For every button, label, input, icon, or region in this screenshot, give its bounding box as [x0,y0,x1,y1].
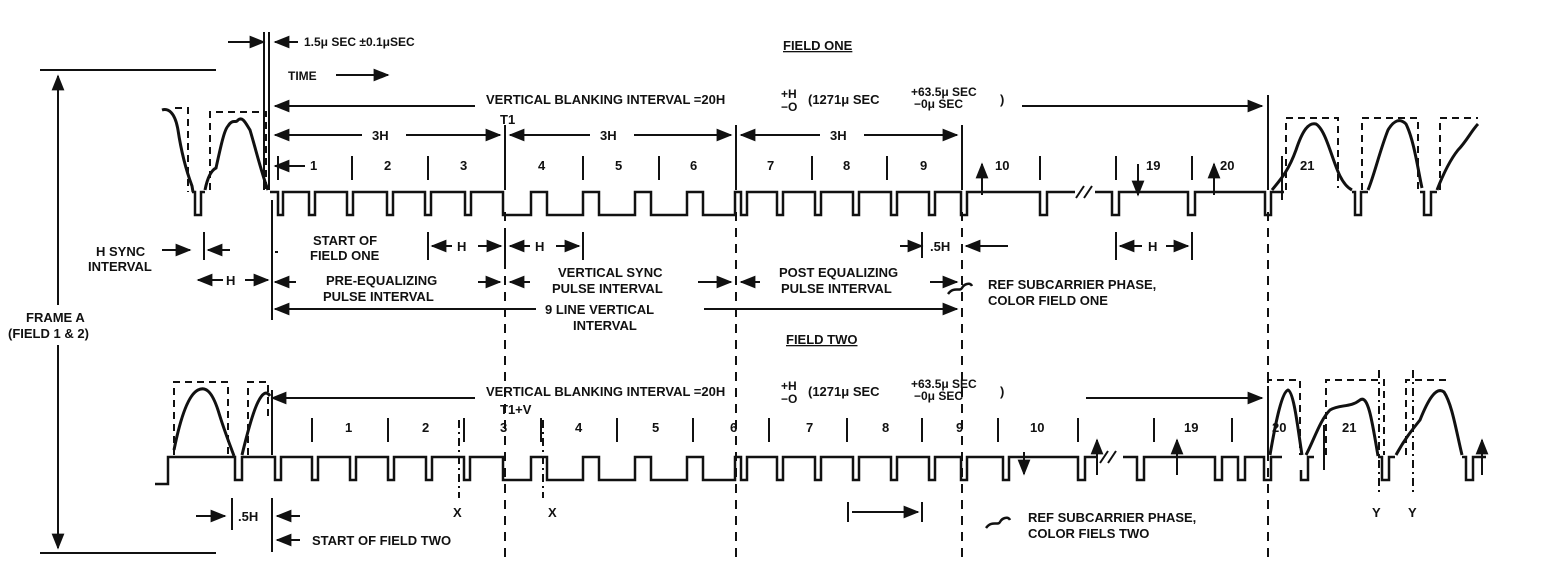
vbi-paren-minus-2: −0μ SEC [914,389,963,403]
f2-line-7: 7 [806,420,813,435]
vbi-paren-minus: −0μ SEC [914,97,963,111]
f2-line-19: 19 [1184,420,1198,435]
group-3h-2: 3H [600,128,617,143]
vert-sync-2: PULSE INTERVAL [552,281,663,296]
line-10: 10 [995,158,1009,173]
line-19: 19 [1146,158,1160,173]
field-two-video-waveform [172,387,1464,457]
dimension-arrows [40,32,1489,554]
half-h-field-one: .5H [930,239,950,254]
vert-sync-1: VERTICAL SYNC [558,265,663,280]
line-2: 2 [384,158,391,173]
frame-label-2: (FIELD 1 & 2) [8,326,89,341]
f2-line-2: 2 [422,420,429,435]
pre-eq-1: PRE-EQUALIZING [326,273,437,288]
y-mark-2: Y [1408,505,1417,520]
vbi-label-2: VERTICAL BLANKING INTERVAL =20H [486,384,725,399]
f2-line-9: 9 [956,420,963,435]
h-label-mid-1: H [457,239,466,254]
line-4: 4 [538,158,546,173]
field-two-sync-pulses [155,450,1486,486]
t1-marker: T1 [500,112,515,127]
reference-dashed-lines [504,212,1269,560]
f2-line-5: 5 [652,420,659,435]
x-mark-1: X [453,505,462,520]
group-3h-1: 3H [372,128,389,143]
f2-line-20: 20 [1272,420,1286,435]
vbi-minus-2: −O [781,392,797,406]
half-h-field-two: .5H [238,509,258,524]
ref-phase-one-1: REF SUBCARRIER PHASE, [988,277,1156,292]
line-8: 8 [843,158,850,173]
vbi-paren-close: ) [1000,92,1004,107]
line-6: 6 [690,158,697,173]
frame-labels: FRAME A (FIELD 1 & 2) [8,310,89,341]
field-one-sync-pulses [192,185,1437,217]
f2-line-21: 21 [1342,420,1356,435]
ref-phase-two-1: REF SUBCARRIER PHASE, [1028,510,1196,525]
h-label-right: H [1148,239,1157,254]
f2-line-1: 1 [345,420,352,435]
field-one-title: FIELD ONE [783,38,853,53]
vbi-plus: +H [781,87,797,101]
h-label-left: H [226,273,235,288]
field-one-labels: 1.5μ SEC ±0.1μSEC TIME FIELD ONE VERTICA… [88,35,1314,333]
line-20: 20 [1220,158,1234,173]
post-eq-2: PULSE INTERVAL [781,281,892,296]
field-one-blanking-outline [175,107,1478,192]
vbi-label: VERTICAL BLANKING INTERVAL =20H [486,92,725,107]
line-3: 3 [460,158,467,173]
vbi-plus-2: +H [781,379,797,393]
field-one-video-waveform [161,108,1480,193]
start-field-one-2: FIELD ONE [310,248,380,263]
h-sync-1: H SYNC [96,244,146,259]
vbi-paren-close-2: ) [1000,384,1004,399]
f2-line-3: 3 [500,420,507,435]
pre-eq-2: PULSE INTERVAL [323,289,434,304]
start-field-two: START OF FIELD TWO [312,533,451,548]
ref-phase-two-2: COLOR FIELS TWO [1028,526,1149,541]
line-21: 21 [1300,158,1314,173]
f2-line-4: 4 [575,420,583,435]
start-field-one-1: START OF [313,233,377,248]
vbi-minus: −O [781,100,797,114]
group-3h-3: 3H [830,128,847,143]
f2-line-6: 6 [730,420,737,435]
line-1: 1 [310,158,317,173]
nine-line-2: INTERVAL [573,318,637,333]
h-label-mid-2: H [535,239,544,254]
line-7: 7 [767,158,774,173]
f2-line-8: 8 [882,420,889,435]
pulse-width-label: 1.5μ SEC ±0.1μSEC [304,35,415,49]
vbi-paren-2: (1271μ SEC [808,384,880,399]
nine-line-1: 9 LINE VERTICAL [545,302,654,317]
field-two-title: FIELD TWO [786,332,858,347]
y-mark-1: Y [1372,505,1381,520]
vbi-paren-plus: +63.5μ SEC [911,85,977,99]
h-sync-2: INTERVAL [88,259,152,274]
vbi-paren: (1271μ SEC [808,92,880,107]
vbi-paren-plus-2: +63.5μ SEC [911,377,977,391]
line-5: 5 [615,158,622,173]
frame-label-1: FRAME A [26,310,85,325]
line-9: 9 [920,158,927,173]
t1v-marker: T1+V [500,402,532,417]
ref-phase-one-2: COLOR FIELD ONE [988,293,1108,308]
f2-line-10: 10 [1030,420,1044,435]
x-mark-2: X [548,505,557,520]
field-two-labels: FIELD TWO VERTICAL BLANKING INTERVAL =20… [238,332,1417,548]
time-label: TIME [288,69,317,83]
post-eq-1: POST EQUALIZING [779,265,898,280]
